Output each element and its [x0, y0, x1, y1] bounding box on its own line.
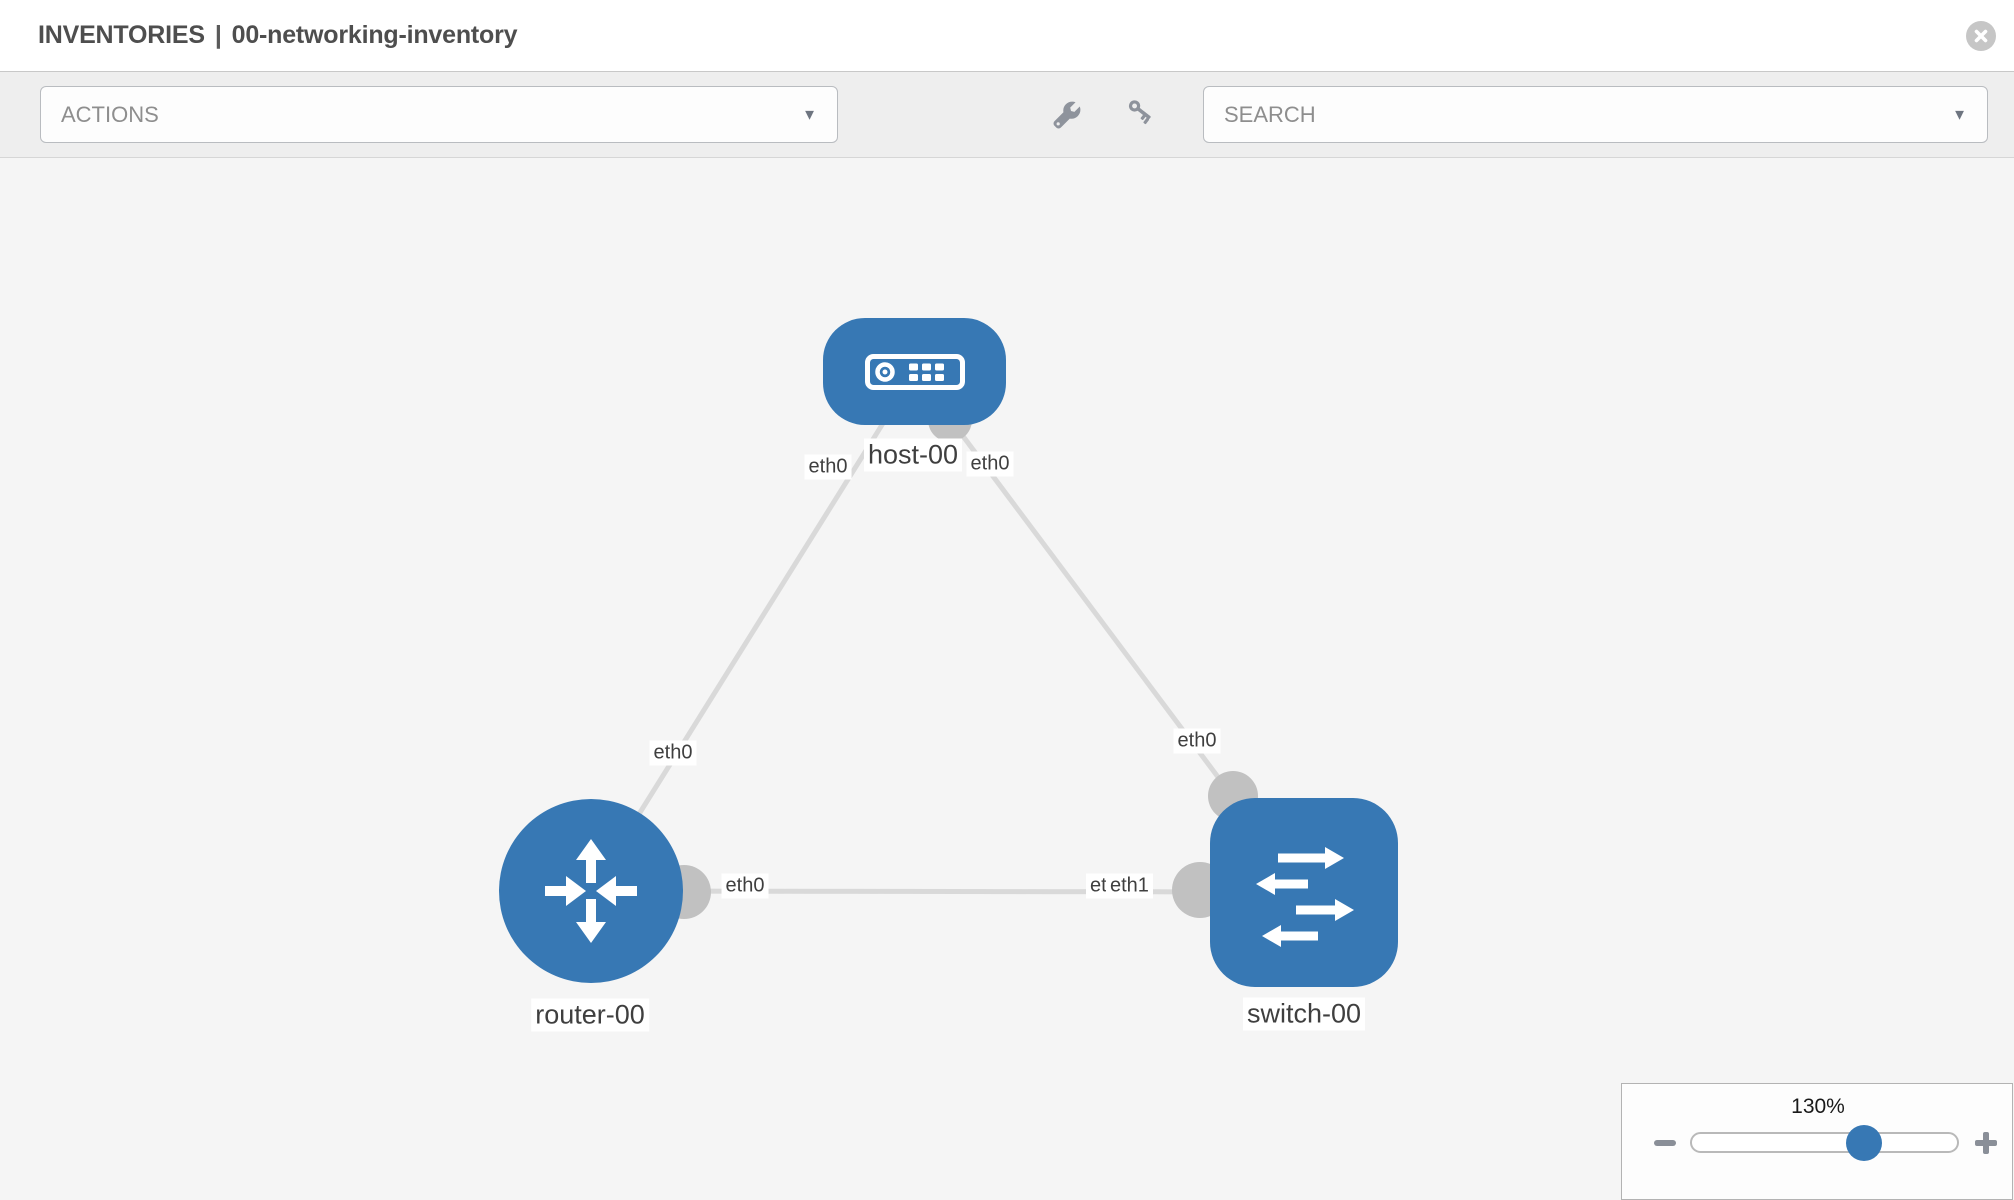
- close-icon: [1974, 29, 1988, 43]
- iface-label-switch-uplink: eth0: [1173, 728, 1221, 754]
- close-button[interactable]: [1966, 21, 1996, 51]
- node-switch-00[interactable]: [1210, 798, 1398, 987]
- node-label-host: host-00: [863, 438, 963, 472]
- zoom-slider-thumb[interactable]: [1846, 1125, 1882, 1161]
- iface-label-router-eth0: eth0: [721, 873, 769, 899]
- toolbar: ACTIONS ▼ SEARCH ▼: [0, 71, 2014, 158]
- node-label-switch: switch-00: [1242, 997, 1366, 1031]
- iface-label-router-uplink: eth0: [649, 740, 697, 766]
- switch-icon: [1256, 846, 1354, 947]
- actions-dropdown[interactable]: ACTIONS ▼: [40, 86, 838, 143]
- breadcrumb-separator: |: [214, 21, 222, 49]
- zoom-out-button[interactable]: [1653, 1130, 1677, 1156]
- breadcrumb-section: INVENTORIES: [38, 21, 205, 49]
- iface-label-switch-eth1: eth1: [1106, 873, 1153, 899]
- configure-tools-button[interactable]: [1038, 86, 1095, 143]
- page-title: INVENTORIES | 00-networking-inventory: [38, 0, 518, 71]
- wrench-icon: [1053, 101, 1080, 128]
- plus-icon: [1983, 1132, 1989, 1154]
- iface-label-host-left: eth0: [804, 454, 852, 480]
- credentials-button[interactable]: [1108, 86, 1165, 143]
- inventory-name: 00-networking-inventory: [231, 21, 518, 49]
- actions-dropdown-label: ACTIONS: [61, 101, 159, 127]
- zoom-in-button[interactable]: [1974, 1130, 1998, 1156]
- search-dropdown-label: SEARCH: [1224, 101, 1316, 127]
- header: INVENTORIES | 00-networking-inventory: [0, 0, 2014, 71]
- topology-canvas[interactable]: host-00 router-00 switch-00 eth0 eth0 et…: [0, 158, 2014, 1200]
- iface-label-host-right: eth0: [966, 451, 1014, 477]
- node-host-00[interactable]: [823, 318, 1006, 425]
- chevron-down-icon: ▼: [802, 106, 817, 123]
- zoom-level-value: 130%: [1791, 1095, 1845, 1118]
- host-icon: [864, 353, 965, 390]
- key-icon: [1128, 99, 1151, 124]
- chevron-down-icon: ▼: [1952, 106, 1967, 123]
- search-dropdown[interactable]: SEARCH ▼: [1203, 86, 1988, 143]
- topology-links: [588, 370, 1307, 895]
- node-label-router: router-00: [531, 998, 649, 1032]
- router-icon: [545, 839, 637, 943]
- link-host-router: [588, 370, 918, 893]
- zoom-slider-track[interactable]: [1690, 1132, 1959, 1153]
- minus-icon: [1654, 1140, 1676, 1146]
- node-router-00[interactable]: [499, 799, 683, 983]
